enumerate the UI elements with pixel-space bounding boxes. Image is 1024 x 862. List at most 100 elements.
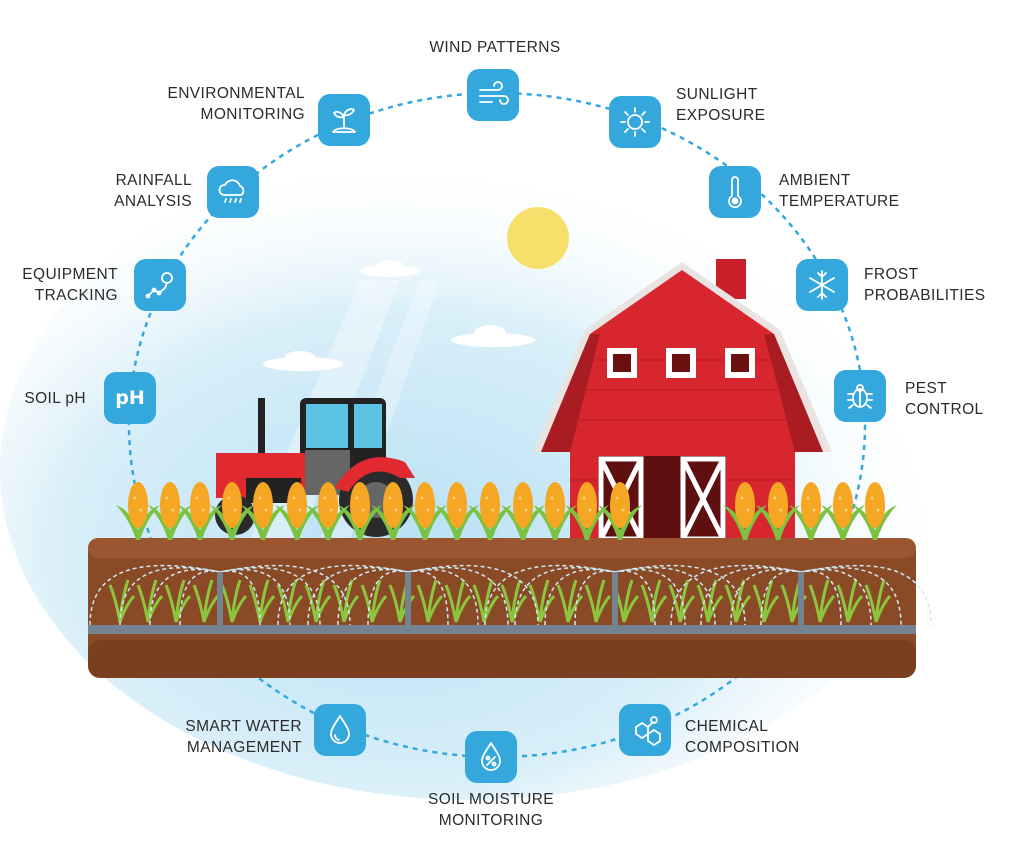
corn-plant [116, 482, 160, 540]
seedling [556, 579, 584, 623]
corn-plant [371, 482, 415, 540]
seedling [108, 579, 136, 623]
factor-ph-badge: pH [104, 372, 156, 424]
rain-cloud-icon [218, 179, 245, 203]
barn [533, 259, 832, 542]
corn-plant [598, 482, 642, 540]
label-line: EXPOSURE [676, 107, 766, 124]
corn-plant [275, 482, 319, 540]
seedling [836, 579, 864, 623]
corn-plant [723, 482, 767, 540]
factor-frost-badge [796, 259, 848, 311]
corn-plant [435, 482, 479, 540]
bug-icon [847, 384, 873, 409]
sun [507, 207, 569, 269]
corn-plant [533, 482, 577, 540]
corn-plant [853, 482, 897, 540]
seedling [136, 579, 164, 623]
seedling [192, 579, 220, 623]
factor-pest-label: PEST CONTROL [905, 378, 984, 420]
label-line: WIND PATTERNS [429, 39, 561, 56]
seedling [752, 579, 780, 623]
seedling [864, 579, 892, 623]
factor-equipment-badge [134, 259, 186, 311]
label-line: FROST [864, 266, 919, 283]
factor-sunlight-badge [609, 96, 661, 148]
factor-chemical-badge [619, 704, 671, 756]
factor-water-badge [314, 704, 366, 756]
label-line: CHEMICAL [685, 718, 769, 735]
corn-plant [789, 482, 833, 540]
soil-cross-section [88, 538, 932, 678]
corn-plant [178, 482, 222, 540]
label-line: RAINFALL [115, 172, 192, 189]
corn-plant [821, 482, 865, 540]
label-line: SMART WATER [185, 718, 302, 735]
seedling [276, 579, 304, 623]
label-line: TRACKING [34, 287, 118, 304]
factor-rainfall-badge [207, 166, 259, 218]
seedling [472, 579, 500, 623]
seedling [668, 579, 696, 623]
factor-soil-moisture-badge [465, 731, 517, 783]
label-line: SOIL MOISTURE [427, 791, 555, 808]
location-route-icon [145, 272, 173, 299]
snowflake-icon [809, 270, 835, 300]
label-line: MONITORING [200, 106, 305, 123]
label-line: EQUIPMENT [22, 266, 118, 283]
water-drop-icon [330, 715, 350, 744]
percent-drop-icon [481, 742, 501, 771]
factor-rainfall-label: RAINFALL ANALYSIS [114, 170, 192, 212]
factor-chemical-label: CHEMICAL COMPOSITION [685, 716, 800, 758]
factor-water-label: SMART WATER MANAGEMENT [185, 716, 302, 758]
label-line: TEMPERATURE [779, 193, 900, 210]
factor-wind-label: WIND PATTERNS [395, 37, 595, 58]
factor-soil-moisture-label: SOIL MOISTURE MONITORING [391, 789, 591, 831]
corn-plant [565, 482, 609, 540]
factor-pest-badge [834, 370, 886, 422]
factor-environmental-badge [318, 94, 370, 146]
seedling [500, 579, 528, 623]
label-line: PEST [905, 380, 948, 397]
factor-ph-label: SOIL pH [24, 388, 86, 409]
corn-plant [756, 482, 800, 540]
corn-plant [210, 482, 254, 540]
factor-temperature-badge [709, 166, 761, 218]
corn-plant [306, 482, 350, 540]
label-line: AMBIENT [779, 172, 851, 189]
label-line: SOIL pH [24, 390, 86, 407]
sun-icon [620, 107, 650, 137]
corn-plant [501, 482, 545, 540]
factor-wind-badge [467, 69, 519, 121]
ph-icon: pH [115, 387, 145, 409]
factor-equipment-label: EQUIPMENT TRACKING [22, 264, 118, 306]
thermometer-icon [728, 176, 742, 209]
seedling [164, 579, 192, 623]
seedling [584, 579, 612, 623]
seedling [416, 579, 444, 623]
label-line: SUNLIGHT [676, 86, 758, 103]
factor-frost-label: FROST PROBABILITIES [864, 264, 986, 306]
wind-icon [479, 81, 509, 105]
molecule-icon [635, 716, 661, 746]
label-line: PROBABILITIES [864, 287, 986, 304]
label-line: MONITORING [438, 812, 544, 829]
clouds [263, 260, 535, 371]
label-line: CONTROL [905, 401, 984, 418]
factor-sunlight-label: SUNLIGHT EXPOSURE [676, 84, 765, 126]
corn-plant [241, 482, 285, 540]
corn-plant [468, 482, 512, 540]
corn-plant [403, 482, 447, 540]
seedling [640, 579, 668, 623]
label-line: MANAGEMENT [186, 739, 302, 756]
dashed-ring [127, 91, 867, 759]
label-line: ENVIRONMENTAL [167, 85, 305, 102]
factor-temperature-label: AMBIENT TEMPERATURE [779, 170, 899, 212]
sky [0, 140, 940, 800]
corn-plant [338, 482, 382, 540]
label-line: ANALYSIS [114, 193, 192, 210]
plant-icon [332, 108, 356, 133]
label-line: COMPOSITION [685, 739, 800, 756]
